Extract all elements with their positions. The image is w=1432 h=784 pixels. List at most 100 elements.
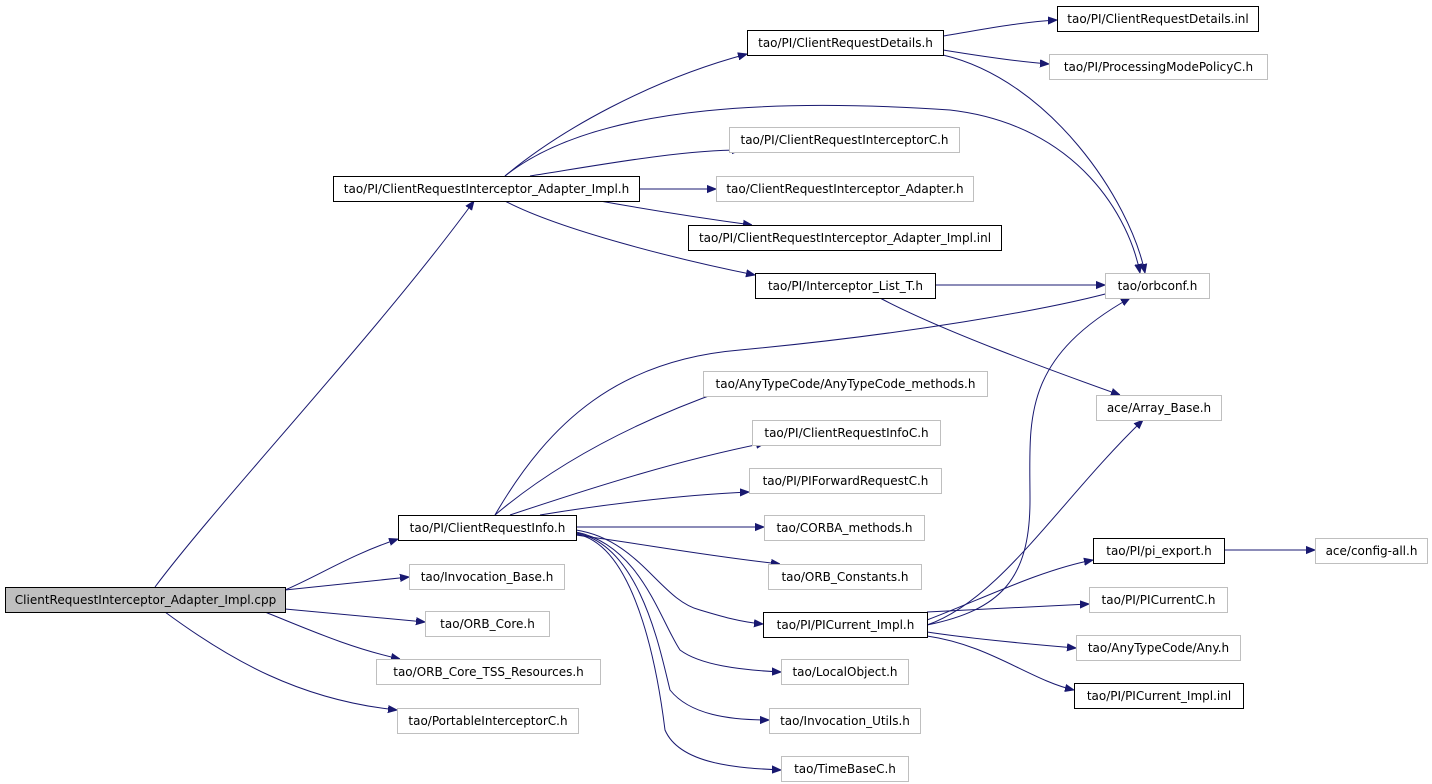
node-box xyxy=(781,756,909,782)
node-label: tao/CORBA_methods.h xyxy=(776,521,912,535)
edge-cri_h-to-cric_info_h xyxy=(509,443,765,516)
edge-arrow xyxy=(575,534,780,564)
node-box xyxy=(729,127,960,153)
node-box xyxy=(1089,587,1228,613)
edge-arrow xyxy=(926,604,1089,613)
node-tss-h: tao/ORB_Core_TSS_Resources.h xyxy=(376,659,601,685)
edge-cria_impl_h-to-cric_h xyxy=(529,150,741,177)
node-ilt-h[interactable]: tao/PI/Interceptor_List_T.h xyxy=(755,273,936,299)
edge-picurimpl_h-to-any_h xyxy=(926,631,1076,648)
edge-arrow xyxy=(926,635,1074,690)
node-crd-inl[interactable]: tao/PI/ClientRequestDetails.inl xyxy=(1057,6,1259,32)
node-label: tao/ORB_Core_TSS_Resources.h xyxy=(393,665,584,679)
edge-arrow xyxy=(942,49,1049,64)
node-piexport-h[interactable]: tao/PI/pi_export.h xyxy=(1093,538,1225,564)
node-cri-h[interactable]: tao/PI/ClientRequestInfo.h xyxy=(398,515,577,541)
node-box xyxy=(749,468,942,494)
edge-root-to-orbcore_h xyxy=(284,608,425,622)
node-label: tao/AnyTypeCode/Any.h xyxy=(1088,641,1229,655)
node-label: tao/PI/ClientRequestInfo.h xyxy=(410,521,566,535)
edge-crd_h-to-pmp_h xyxy=(942,49,1049,64)
node-label: tao/PI/ClientRequestDetails.inl xyxy=(1067,12,1248,26)
edge-arrow xyxy=(504,104,1140,273)
edge-arrow xyxy=(599,200,752,225)
node-picurimpl-inl[interactable]: tao/PI/PICurrent_Impl.inl xyxy=(1074,683,1244,709)
node-root[interactable]: ClientRequestInterceptor_Adapter_Impl.cp… xyxy=(5,587,286,613)
node-box xyxy=(5,587,286,613)
node-box xyxy=(688,225,1002,251)
node-label: tao/PI/pi_export.h xyxy=(1106,544,1212,558)
edge-cri_h-to-localobj_h xyxy=(575,531,781,672)
node-box xyxy=(747,30,944,56)
node-picurimpl-h[interactable]: tao/PI/PICurrent_Impl.h xyxy=(763,612,928,638)
node-box xyxy=(764,515,925,541)
node-configall-h: ace/config-all.h xyxy=(1315,538,1428,564)
node-cria-impl-inl[interactable]: tao/PI/ClientRequestInterceptor_Adapter_… xyxy=(688,225,1002,251)
edge-arrow xyxy=(575,531,781,672)
edge-arrow xyxy=(284,539,398,591)
node-box xyxy=(376,659,601,685)
node-label: tao/ClientRequestInterceptor_Adapter.h xyxy=(726,182,963,196)
edge-arrow xyxy=(504,54,747,177)
edge-arrow xyxy=(926,631,1076,648)
node-label: tao/LocalObject.h xyxy=(792,665,897,679)
edge-arrow xyxy=(539,492,749,516)
edge-cria_impl_h-to-cria_impl_inl xyxy=(599,200,752,225)
node-label: tao/PI/ClientRequestInterceptor_Adapter_… xyxy=(344,182,629,196)
edge-arrow xyxy=(154,201,474,588)
node-box xyxy=(333,176,640,202)
node-label: tao/PI/PICurrentC.h xyxy=(1102,593,1216,607)
edge-arrow xyxy=(284,577,409,591)
node-label: tao/PI/PIForwardRequestC.h xyxy=(763,474,929,488)
edge-arrow xyxy=(942,20,1057,37)
node-label: tao/ORB_Constants.h xyxy=(781,570,908,584)
node-label: tao/PI/PICurrent_Impl.inl xyxy=(1087,689,1231,703)
node-pmp-h: tao/PI/ProcessingModePolicyC.h xyxy=(1049,54,1268,80)
node-box xyxy=(703,371,988,397)
edge-arrow xyxy=(575,532,769,720)
edge-arrow xyxy=(529,150,741,177)
node-box xyxy=(397,708,579,734)
node-label: tao/Invocation_Base.h xyxy=(421,570,554,584)
edge-arrow xyxy=(926,420,1143,626)
edge-ilt_h-to-arraybase_h xyxy=(879,297,1120,395)
edge-cri_h-to-pifwd_h xyxy=(539,492,749,516)
node-label: tao/AnyTypeCode/AnyTypeCode_methods.h xyxy=(716,377,976,391)
edge-arrow xyxy=(264,611,400,659)
edge-arrow xyxy=(284,608,425,622)
node-cria-impl-h[interactable]: tao/PI/ClientRequestInterceptor_Adapter_… xyxy=(333,176,640,202)
node-label: ace/Array_Base.h xyxy=(1107,401,1211,415)
node-corba-h: tao/CORBA_methods.h xyxy=(764,515,925,541)
node-orbconf-h: tao/orbconf.h xyxy=(1105,273,1210,299)
node-localobj-h: tao/LocalObject.h xyxy=(781,659,909,685)
edge-arrow xyxy=(509,443,765,516)
node-box xyxy=(1057,6,1259,32)
edge-arrow xyxy=(164,611,397,710)
node-timebase-h: tao/TimeBaseC.h xyxy=(781,756,909,782)
node-label: tao/PI/Interceptor_List_T.h xyxy=(768,279,923,293)
node-box xyxy=(752,420,941,446)
node-box xyxy=(1076,635,1241,661)
node-cria-h: tao/ClientRequestInterceptor_Adapter.h xyxy=(716,176,974,202)
node-invutils-h: tao/Invocation_Utils.h xyxy=(769,708,921,734)
edge-arrow xyxy=(494,290,1120,516)
node-label: tao/Invocation_Utils.h xyxy=(780,714,910,728)
node-orbconst-h: tao/ORB_Constants.h xyxy=(768,564,922,590)
edges-layer xyxy=(154,20,1315,770)
edge-root-to-invbase_h xyxy=(284,577,409,591)
edge-cria_impl_h-to-orbconf_h xyxy=(504,104,1140,273)
edge-cri_h-to-invutils_h xyxy=(575,532,769,720)
node-pifwd-h: tao/PI/PIForwardRequestC.h xyxy=(749,468,942,494)
node-box xyxy=(1096,395,1222,421)
node-crd-h[interactable]: tao/PI/ClientRequestDetails.h xyxy=(747,30,944,56)
node-label: tao/ORB_Core.h xyxy=(440,617,535,631)
nodes-layer: ClientRequestInterceptor_Adapter_Impl.cp… xyxy=(5,6,1428,782)
edge-crd_h-to-orbconf_h xyxy=(942,54,1145,273)
edge-picurimpl_h-to-picurrentc_h xyxy=(926,604,1089,613)
edge-picurimpl_h-to-orbconf_h xyxy=(926,298,1130,626)
node-box xyxy=(768,564,922,590)
node-cric-h: tao/PI/ClientRequestInterceptorC.h xyxy=(729,127,960,153)
node-box xyxy=(425,611,550,637)
edge-picurimpl_h-to-picurimpl_inl xyxy=(926,635,1074,690)
